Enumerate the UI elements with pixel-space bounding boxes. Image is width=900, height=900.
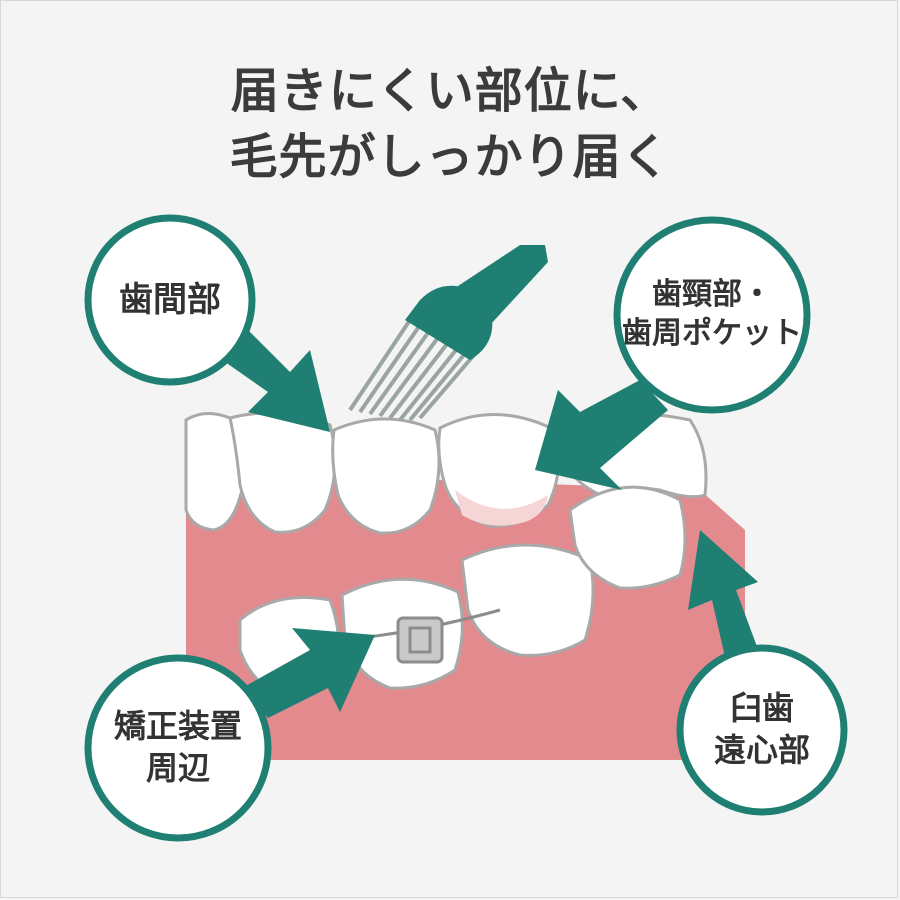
callout-circle-molar <box>676 644 848 816</box>
orthodontic-bracket <box>396 616 444 664</box>
bracket-slot <box>408 626 432 654</box>
arrow-cervical <box>535 380 668 490</box>
label-orthodontic-line-1: 矯正装置 <box>113 707 242 746</box>
headline-line-1: 届きにくい部位に、 <box>230 63 670 119</box>
arrow-molar <box>688 530 762 670</box>
headline: 届きにくい部位に、 毛先がしっかり届く <box>0 58 900 190</box>
label-cervical: 歯頸部・ 歯周ポケット <box>622 262 802 366</box>
callout-circle-cervical <box>613 216 811 414</box>
brush-bristles <box>348 318 476 422</box>
label-molar-line-1: 臼歯 <box>729 689 794 728</box>
label-interdental-text: 歯間部 <box>119 279 221 320</box>
callout-circle-interdental <box>84 214 256 386</box>
label-cervical-line-1: 歯頸部・ <box>652 277 772 312</box>
headline-line-2: 毛先がしっかり届く <box>229 129 671 185</box>
label-cervical-line-2: 歯周ポケット <box>622 316 802 351</box>
label-orthodontic-line-2: 周辺 <box>145 749 210 787</box>
arrow-orthodontic <box>242 628 375 718</box>
callout-circle-orthodontic <box>84 654 272 842</box>
toothbrush <box>348 245 548 422</box>
lower-tooth-4 <box>568 485 687 590</box>
label-interdental: 歯間部 <box>98 270 242 330</box>
brush-handle <box>455 245 548 325</box>
upper-tooth-3 <box>331 417 441 535</box>
label-molar: 臼歯 遠心部 <box>692 682 832 778</box>
lower-tooth-3 <box>460 543 595 657</box>
gum-pocket-highlight <box>455 490 548 526</box>
arrows <box>208 320 762 718</box>
label-molar-line-2: 遠心部 <box>713 731 810 769</box>
label-orthodontic: 矯正装置 周辺 <box>98 700 258 796</box>
